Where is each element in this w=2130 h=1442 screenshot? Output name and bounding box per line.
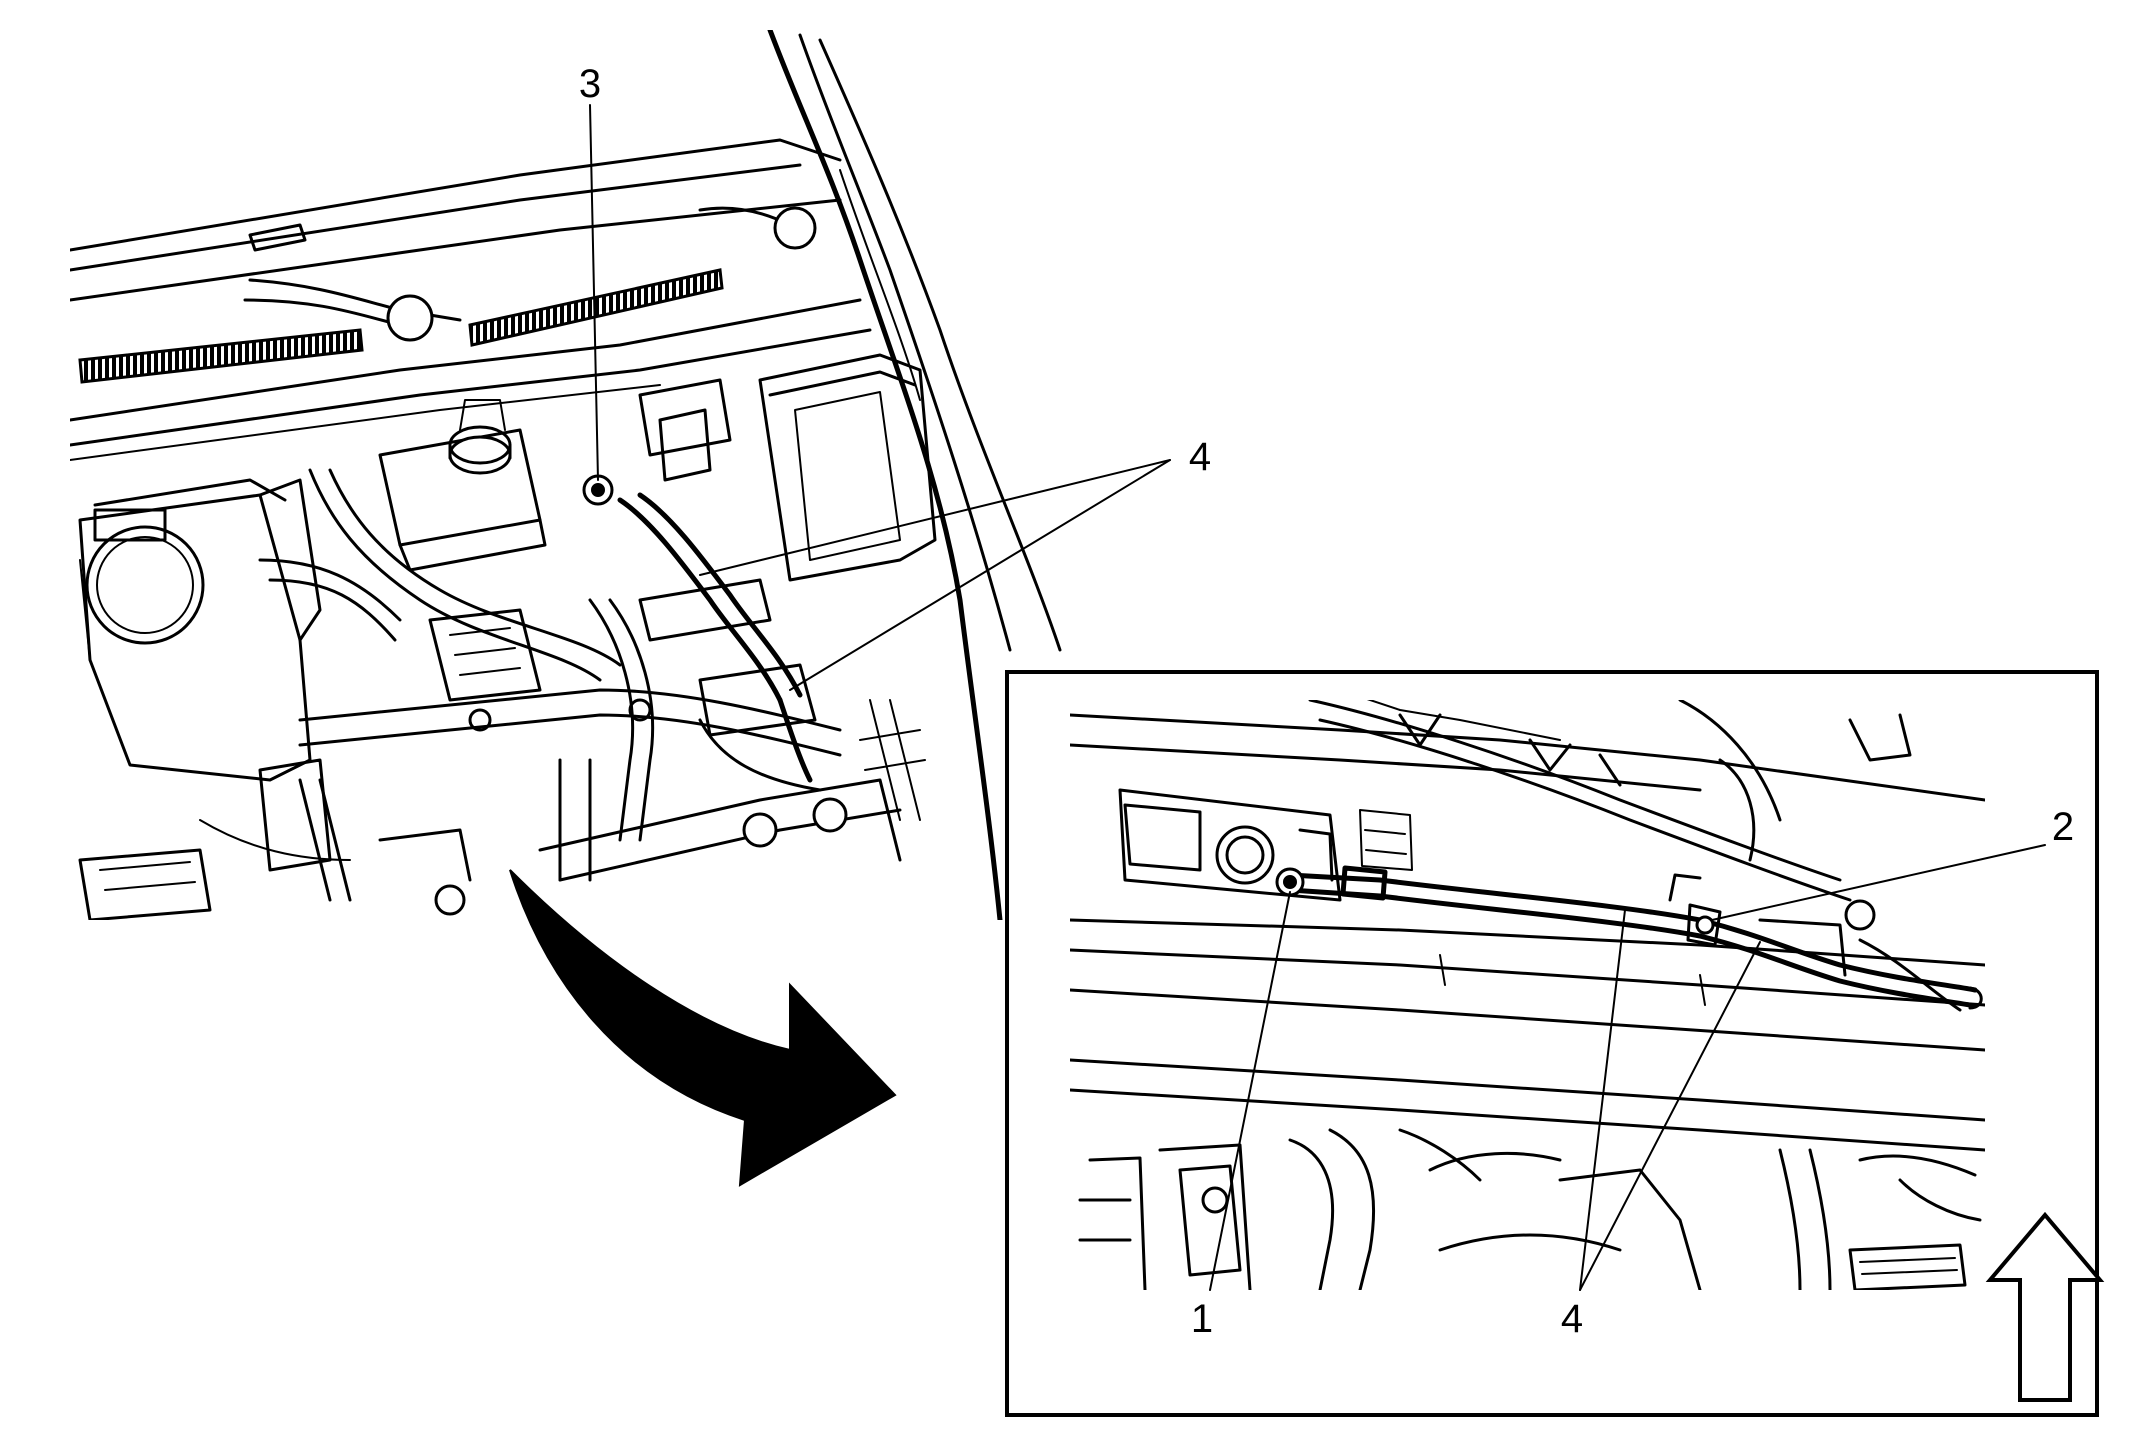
- callout-3: 3: [579, 62, 601, 106]
- up-arrow-icon: [1985, 1211, 2105, 1402]
- callout-4-detail: 4: [1561, 1297, 1583, 1341]
- curved-arrow-icon: [509, 869, 897, 1187]
- callout-1: 1: [1191, 1297, 1213, 1341]
- detail-view-frame: [1005, 670, 2099, 1417]
- main-view: [70, 30, 1062, 920]
- detail-view: [1070, 700, 1985, 1290]
- callout-4-main: 4: [1189, 435, 1211, 479]
- leader-lines: [589, 104, 2046, 1291]
- callout-2: 2: [2052, 805, 2074, 849]
